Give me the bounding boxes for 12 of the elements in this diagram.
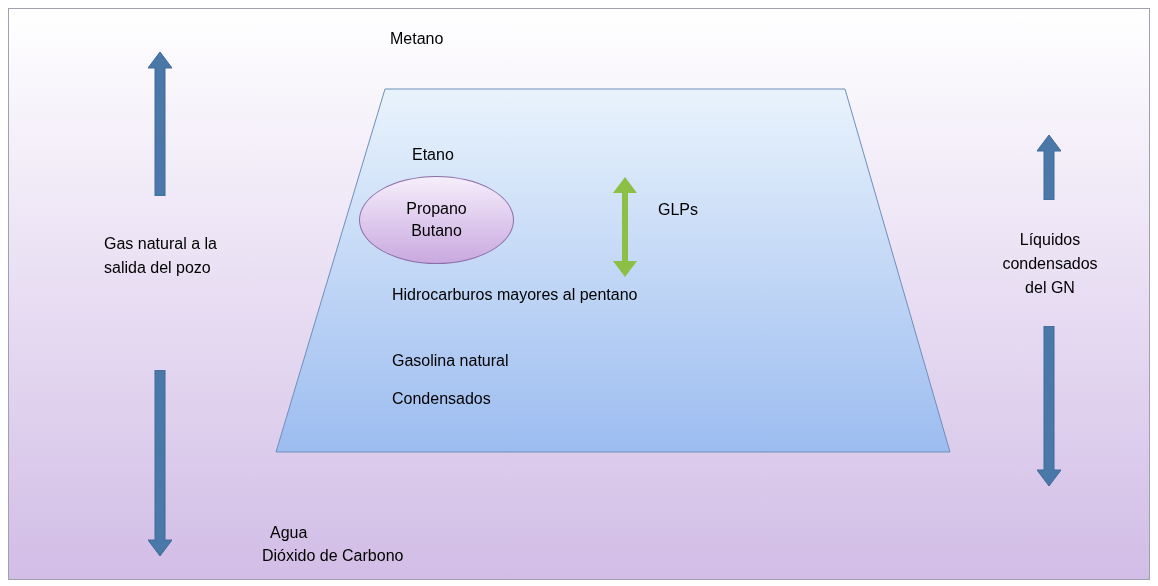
component-text: Hidrocarburos mayores al pentano — [392, 285, 639, 305]
text-label: Líquidos condensados del GN — [1001, 230, 1099, 298]
trapezoid-shape — [275, 88, 951, 453]
text-label: Dióxido de Carbono — [262, 546, 405, 566]
component-text: Etano — [412, 145, 455, 165]
component-text: Gasolina natural — [392, 351, 510, 371]
component-text: Condensados — [392, 389, 492, 409]
text-label: Agua — [270, 523, 309, 543]
text-label: GLPs — [658, 200, 699, 220]
text-label: Gas natural a la salida del pozo — [104, 234, 218, 278]
ellipse-text: Propano Butano — [405, 199, 468, 241]
text-label: Metano — [390, 29, 445, 49]
